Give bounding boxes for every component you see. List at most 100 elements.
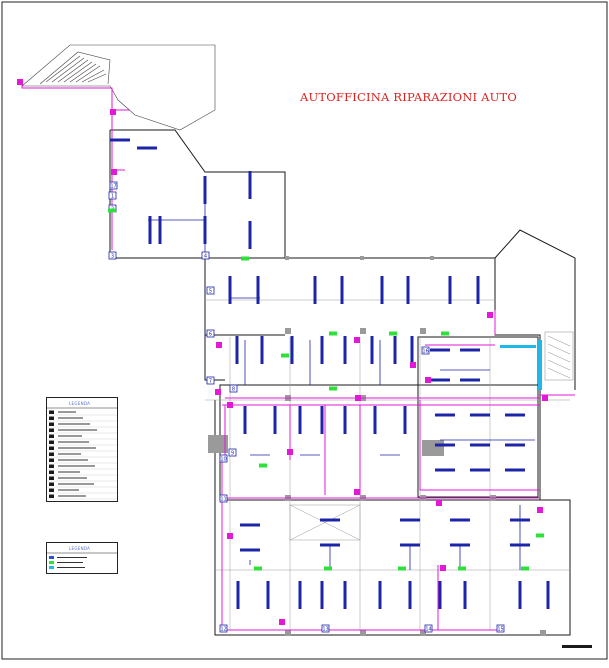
room-tag: 7 xyxy=(206,376,215,385)
svg-text:13: 13 xyxy=(322,627,328,633)
light-fixture xyxy=(158,216,162,244)
svg-text:6: 6 xyxy=(209,332,212,338)
light-fixture xyxy=(373,406,377,434)
light-fixture-h xyxy=(450,518,470,522)
legend-symbol xyxy=(49,410,54,414)
svg-text:12: 12 xyxy=(220,627,226,633)
light-fixture-h xyxy=(505,413,525,417)
light-fixture xyxy=(410,336,414,364)
light-fixture-h xyxy=(505,468,525,472)
svg-text:1: 1 xyxy=(111,194,114,200)
light-fixture-h xyxy=(240,548,260,552)
room-tag: 8 xyxy=(229,384,238,393)
svg-text:9: 9 xyxy=(231,451,234,457)
svg-text:16: 16 xyxy=(422,349,428,355)
room-tag: 17 xyxy=(109,181,118,190)
legend-main-title: LEGENDA xyxy=(69,401,91,406)
emergency-light xyxy=(254,566,262,571)
light-fixture-h xyxy=(460,378,480,382)
room-tags: 1234567891011121314151617 xyxy=(108,181,505,633)
light-fixture xyxy=(343,581,347,609)
light-fixture xyxy=(320,406,324,434)
light-fixture xyxy=(378,581,382,609)
light-fixture-h xyxy=(470,443,490,447)
svg-text:4: 4 xyxy=(204,254,207,260)
light-fixture-h xyxy=(505,443,525,447)
room-tag: 11 xyxy=(219,494,228,503)
svg-text:8: 8 xyxy=(232,387,235,393)
light-fixture xyxy=(343,336,347,364)
light-fixture xyxy=(243,406,247,434)
electrical-device xyxy=(227,533,233,539)
light-fixture-h xyxy=(470,413,490,417)
legend-symbol xyxy=(49,482,54,486)
light-fixture xyxy=(476,276,480,304)
emergency-light xyxy=(329,331,337,336)
light-fixture-h xyxy=(137,146,157,150)
electrical-device xyxy=(216,342,222,348)
electrical-device xyxy=(410,362,416,368)
emergency-light xyxy=(259,463,267,468)
electrical-device xyxy=(487,312,493,318)
electrical-device xyxy=(537,507,543,513)
light-fixture xyxy=(320,336,324,364)
emergency-light xyxy=(281,353,289,358)
electrical-device xyxy=(355,395,361,401)
light-fixture xyxy=(393,336,397,364)
light-fixture xyxy=(403,406,407,434)
emergency-light xyxy=(521,566,529,571)
electrical-device xyxy=(279,619,285,625)
drawing-title: AUTOFFICINA RIPARAZIONI AUTO xyxy=(300,90,518,104)
light-fixture xyxy=(273,406,277,434)
room-tag: 10 xyxy=(219,454,228,463)
light-fixture xyxy=(248,171,252,199)
light-fixture xyxy=(266,581,270,609)
emergency-light xyxy=(108,208,116,213)
light-fixture xyxy=(228,276,232,304)
legend-symbol xyxy=(49,434,54,438)
electrical-device xyxy=(354,337,360,343)
emergency-light xyxy=(324,566,332,571)
svg-text:14: 14 xyxy=(425,627,431,633)
svg-text:10: 10 xyxy=(220,457,226,463)
room-tag: 15 xyxy=(496,624,505,633)
emergency-light xyxy=(458,566,466,571)
legend-symbol xyxy=(49,452,54,456)
emergency-light xyxy=(241,256,249,261)
svg-text:3: 3 xyxy=(111,254,114,260)
stair-right xyxy=(544,331,574,381)
light-fixture-h xyxy=(240,523,260,527)
light-fixture-h xyxy=(460,348,480,352)
light-fixture xyxy=(546,581,550,609)
cyan-bar xyxy=(500,345,536,348)
room-tag: 14 xyxy=(424,624,433,633)
legend-symbol xyxy=(49,428,54,432)
light-fixture xyxy=(406,276,410,304)
legend-symbol xyxy=(49,416,54,420)
legend-symbol xyxy=(49,476,54,480)
svg-text:7: 7 xyxy=(209,379,212,385)
room-tag: 3 xyxy=(108,251,117,260)
cyan-panel xyxy=(538,340,542,390)
blue-fixtures xyxy=(110,138,550,609)
light-fixture-h xyxy=(400,518,420,522)
light-fixture xyxy=(438,581,442,609)
light-fixture-h xyxy=(435,443,455,447)
light-fixture xyxy=(463,581,467,609)
legend-secondary-rows xyxy=(47,552,117,569)
legend-secondary-title: LEGENDA xyxy=(69,546,91,551)
svg-text:5: 5 xyxy=(209,289,212,295)
light-fixture xyxy=(408,581,412,609)
emergency-light xyxy=(389,331,397,336)
electrical-device xyxy=(425,377,431,383)
legend-main-rows xyxy=(47,407,117,500)
legend-symbol xyxy=(49,446,54,450)
light-fixture xyxy=(290,336,294,364)
light-fixture xyxy=(236,581,240,609)
legend-secondary: LEGENDA xyxy=(46,542,118,574)
room-tag: 16 xyxy=(421,346,430,355)
legend-symbol xyxy=(49,494,54,498)
